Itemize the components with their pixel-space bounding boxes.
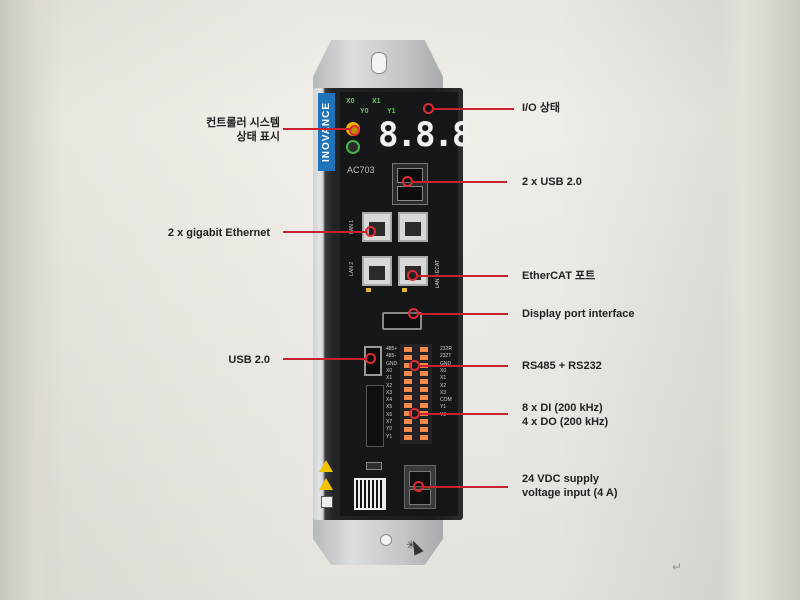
terminal-pin-label: 485- <box>386 353 397 360</box>
leader-line-display <box>417 313 508 315</box>
terminal-pin <box>404 371 412 376</box>
warning-sign-icon <box>319 478 333 490</box>
led-label-y1: Y1 <box>387 108 396 115</box>
terminal-pin <box>404 347 412 352</box>
label-di: 8 x DI (200 kHz) <box>522 402 603 414</box>
terminal-pin-label: X4 <box>386 397 393 404</box>
model-label: AC703 <box>347 165 375 175</box>
terminal-pin-label: 232T <box>440 353 452 360</box>
leader-line-power <box>422 486 508 488</box>
leader-line-ethercat <box>416 275 508 277</box>
label-usb2: USB 2.0 <box>228 354 270 366</box>
terminal-pin <box>404 411 412 416</box>
terminal-pin <box>420 387 428 392</box>
label-io-status: I/O 상태 <box>522 102 560 114</box>
terminal-pin <box>420 403 428 408</box>
leader-line-status <box>283 128 351 130</box>
led-label-y0: Y0 <box>360 108 369 115</box>
terminal-pin <box>420 379 428 384</box>
brand-logo: INOVANCE <box>318 93 335 171</box>
mounting-hole-bottom <box>380 534 392 546</box>
terminal-pin-label: GND <box>386 360 398 367</box>
leader-line-dido <box>418 413 508 415</box>
qr-code <box>354 478 386 510</box>
leader-line-ethernet <box>283 231 367 233</box>
cursor-sparkle-icon: ✳ <box>406 538 417 552</box>
terminal-pin-label: X2 <box>440 382 447 389</box>
terminal-pin-label: X0 <box>386 367 393 374</box>
terminal-pin <box>404 403 412 408</box>
terminal-pin <box>404 355 412 360</box>
led-indicator <box>366 288 371 292</box>
terminal-pin-label: Y1 <box>440 404 447 411</box>
sd-card-slot <box>366 385 384 447</box>
io-terminal-block <box>400 344 432 444</box>
leader-line-usb2x <box>411 181 507 183</box>
terminal-pin-label: X6 <box>386 411 393 418</box>
switch-icon <box>366 462 382 470</box>
label-ethercat: EtherCAT 포트 <box>522 270 596 282</box>
terminal-pin-label: X1 <box>386 375 393 382</box>
terminal-pin-label: COM <box>440 397 452 404</box>
ethernet-port-lan2 <box>362 256 392 286</box>
terminal-pin-label: X5 <box>386 404 393 411</box>
terminal-pin-label: X0 <box>440 367 447 374</box>
terminal-pin <box>404 435 412 440</box>
manual-icon <box>321 496 333 508</box>
seven-segment-display: 8.8.8 <box>378 115 472 155</box>
terminal-pin-label: Y0 <box>386 426 393 433</box>
led-label-x1: X1 <box>372 98 381 105</box>
terminal-pin <box>420 395 428 400</box>
terminal-pin-label: 485+ <box>386 346 398 352</box>
monitor-bezel-left <box>0 0 52 600</box>
front-panel <box>340 92 458 516</box>
terminal-pin <box>404 427 412 432</box>
usb-slot-2 <box>397 186 423 201</box>
run-status-icon <box>346 140 360 154</box>
terminal-pin <box>404 387 412 392</box>
callout-dot-status <box>349 125 360 136</box>
label-power: 24 VDC supply voltage input (4 A) <box>522 472 618 500</box>
terminal-pin <box>404 395 412 400</box>
terminal-pin <box>404 363 412 368</box>
label-usb2-x2: 2 x USB 2.0 <box>522 176 582 188</box>
label-system-status-line2: 상태 표시 <box>236 131 280 143</box>
terminal-pin <box>420 435 428 440</box>
leader-line-io <box>432 108 514 110</box>
terminal-pin-label: X1 <box>440 375 447 382</box>
ethernet-port-2 <box>398 212 428 242</box>
leader-line-rs <box>418 365 508 367</box>
label-power-line1: 24 VDC supply <box>522 473 600 485</box>
return-arrow-icon: ↵ <box>672 560 683 574</box>
terminal-pin <box>404 419 412 424</box>
terminal-pin <box>420 419 428 424</box>
label-system-status-line1: 컨트롤러 시스템 <box>206 117 280 129</box>
lan2-label: LAN 2 <box>349 262 355 276</box>
terminal-pin <box>420 371 428 376</box>
mounting-hole-top <box>371 52 387 74</box>
label-do: 4 x DO (200 kHz) <box>522 416 609 428</box>
terminal-pin <box>420 355 428 360</box>
warning-sign-icon <box>319 460 333 472</box>
monitor-bezel-right <box>720 0 800 600</box>
terminal-pin-label: X2 <box>386 382 393 389</box>
label-gigabit-ethernet: 2 x gigabit Ethernet <box>167 227 270 239</box>
terminal-pin <box>404 379 412 384</box>
led-indicator <box>402 288 407 292</box>
label-rs485-rs232: RS485 + RS232 <box>522 360 602 372</box>
label-di-do: 8 x DI (200 kHz) 4 x DO (200 kHz) <box>522 401 608 429</box>
label-system-status: 컨트롤러 시스템 상태 표시 <box>180 116 280 144</box>
terminal-pin-label: X7 <box>386 419 393 425</box>
label-power-line2: voltage input (4 A) <box>522 487 618 499</box>
terminal-pin-label: 232R <box>440 346 452 352</box>
terminal-pin-label: X3 <box>440 389 447 396</box>
terminal-pin <box>420 347 428 352</box>
terminal-pin-label: X3 <box>386 389 393 396</box>
led-label-x0: X0 <box>346 98 355 105</box>
terminal-pin-label: Y1 <box>386 433 393 440</box>
label-display-port: Display port interface <box>522 308 635 320</box>
leader-line-usb <box>283 358 367 360</box>
terminal-pin <box>420 427 428 432</box>
terminal-pin-label: GND <box>440 360 452 367</box>
